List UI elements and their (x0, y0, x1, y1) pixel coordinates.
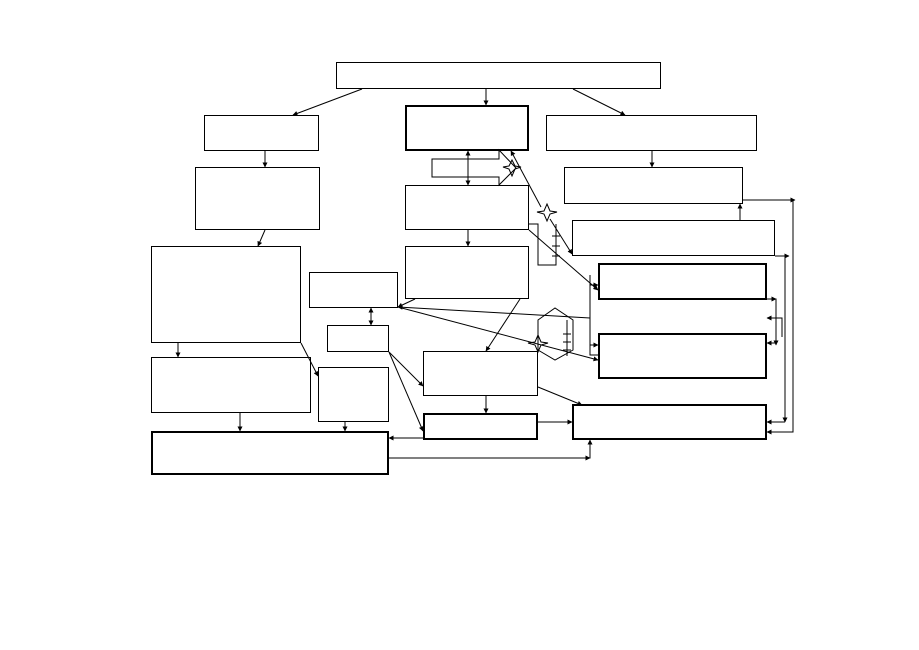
left-step-4-box (151, 357, 311, 413)
arrow-bottom-to-right-bold-3 (389, 439, 593, 459)
right-bold-box-1 (598, 263, 767, 300)
arrow-left-large-to-middle-narrow (300, 342, 319, 377)
center-step-3-box (405, 246, 529, 299)
star-burst-1 (502, 158, 522, 178)
arrow-middle-small-to-right-bold-2 (397, 306, 599, 362)
middle-narrow-box (318, 367, 389, 422)
block-arrow-right (431, 148, 517, 187)
arrow-diag-to-center-branch (510, 150, 542, 208)
block-arrow-vertical (537, 307, 574, 361)
arrow-diag-to-right-step3 (549, 218, 573, 255)
arrow-center-step4-to-right-bold-3 (537, 386, 583, 406)
left-step-2-box (195, 167, 320, 230)
center-step-2-box (405, 185, 529, 230)
center-branch-box (405, 105, 529, 151)
arrow-center-step3-to-step4 (485, 298, 521, 352)
right-bold-box-2 (598, 333, 767, 379)
bottom-bold-box (151, 431, 389, 475)
left-large-box (151, 246, 301, 343)
center-step-4-box (423, 351, 538, 396)
arrow-right-bold-1-to-middle-small (397, 304, 591, 319)
connector-bracket-center (529, 223, 557, 266)
arrow-top-to-right (572, 88, 626, 116)
connector-bracket-right-bold (589, 275, 598, 356)
right-branch-box (546, 115, 757, 151)
left-branch-box (204, 115, 319, 151)
middle-tiny-box (327, 325, 389, 352)
middle-small-box (309, 272, 398, 308)
arrow-left-step2-down (257, 229, 266, 247)
arrow-middle-tiny-to-center-bold (388, 351, 424, 432)
arrow-top-to-left (292, 88, 363, 116)
right-step-3-box (572, 220, 775, 256)
right-step-2-box (564, 167, 743, 204)
center-bold-small-box (423, 413, 538, 440)
right-loop-inner-2 (767, 317, 783, 337)
right-loop-inner (767, 298, 777, 344)
arrow-center-step3-to-middle-small (397, 298, 416, 308)
right-bold-box-3 (572, 404, 767, 440)
top-title-box (336, 62, 661, 89)
star-burst-2 (536, 202, 558, 223)
arrow-middle-tiny-to-center-step4 (388, 351, 424, 387)
arrow-center-step2-to-right-bold-1 (528, 229, 599, 291)
